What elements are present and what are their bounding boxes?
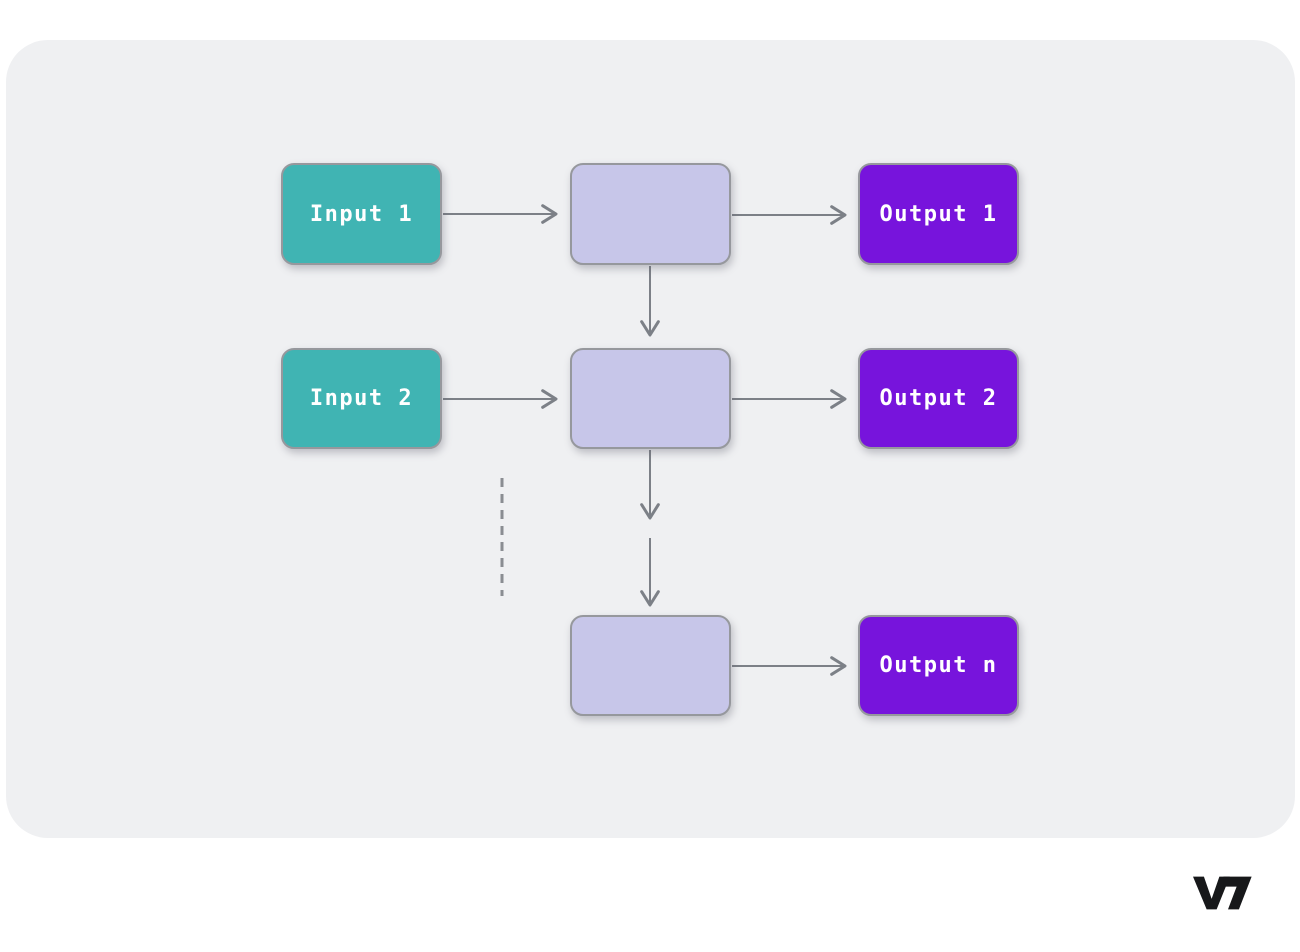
node-process-1 — [570, 163, 731, 265]
node-output-n-label: Output n — [879, 653, 998, 678]
node-process-3 — [570, 615, 731, 716]
node-process-2 — [570, 348, 731, 449]
v7-logo — [1193, 874, 1253, 912]
node-output-n: Output n — [858, 615, 1019, 716]
node-input-1-label: Input 1 — [309, 201, 414, 227]
node-output-1: Output 1 — [858, 163, 1019, 265]
node-output-2: Output 2 — [858, 348, 1019, 449]
node-input-1: Input 1 — [281, 163, 442, 265]
node-output-2-label: Output 2 — [879, 386, 998, 411]
node-input-2: Input 2 — [281, 348, 442, 449]
node-output-1-label: Output 1 — [879, 201, 998, 227]
node-input-2-label: Input 2 — [309, 386, 414, 411]
v7-logo-icon — [1193, 876, 1252, 910]
